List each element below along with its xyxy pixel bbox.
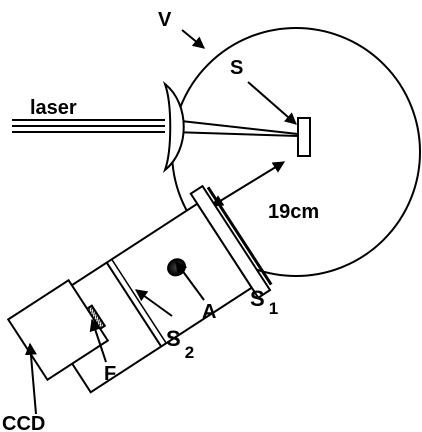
aperture-pointer-arrow — [175, 261, 205, 301]
filter-pointer-arrow — [89, 318, 107, 363]
laser-beam — [12, 119, 299, 137]
label-sample: S — [230, 57, 243, 79]
label-slit2-letter: S — [166, 326, 181, 351]
label-ccd: CCD — [2, 413, 45, 432]
sample-target — [297, 117, 311, 157]
label-vessel: V — [158, 9, 172, 31]
label-slit1-sub: 1 — [269, 299, 278, 318]
label-slit2: S2 — [166, 326, 194, 362]
ccd-pointer-arrow — [24, 342, 37, 415]
distance-arrow — [210, 161, 286, 207]
sample-pointer-arrow — [247, 81, 297, 125]
label-aperture: A — [202, 301, 216, 323]
slit-s2 — [105, 262, 163, 348]
label-laser: laser — [30, 97, 77, 119]
focusing-lens — [162, 81, 185, 173]
label-distance: 19cm — [268, 201, 319, 223]
entrance-flange — [189, 184, 272, 300]
label-filter: F — [104, 363, 116, 385]
label-slit1-letter: S — [250, 286, 265, 311]
slit2-pointer-arrow — [135, 289, 173, 317]
label-slit2-sub: 2 — [185, 343, 194, 362]
slit-s1 — [206, 186, 273, 286]
vessel-pointer-arrow — [181, 29, 205, 49]
